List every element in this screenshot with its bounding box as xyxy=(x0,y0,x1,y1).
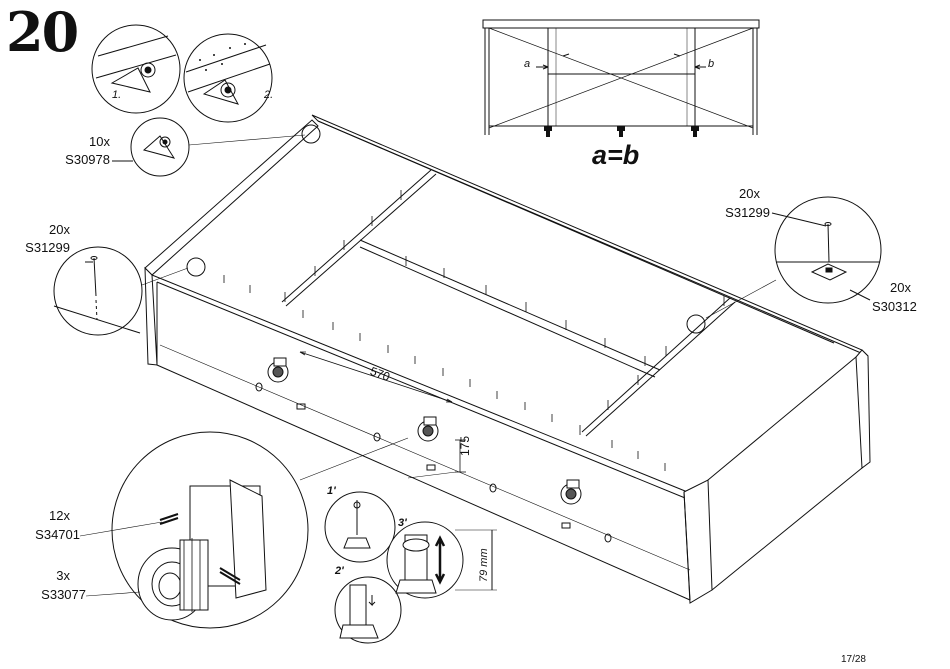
callout-nail-right xyxy=(705,196,882,319)
part-code-s30978: S30978 xyxy=(65,152,110,167)
part-qty-s31299-right: 20x xyxy=(739,186,760,201)
callout-bracket-part xyxy=(112,117,306,177)
nail-markers xyxy=(223,190,725,471)
part-qty-s31299-left: 20x xyxy=(49,222,70,237)
part-code-s31299-left: S31299 xyxy=(25,240,70,255)
marker-circle-top xyxy=(301,124,321,144)
substep-1-label: 1' xyxy=(327,485,336,497)
callout-substep-2 xyxy=(334,576,402,644)
callout-substep-3 xyxy=(386,521,497,599)
dimension-lines xyxy=(299,351,466,479)
callout-bracket-2 xyxy=(183,33,273,123)
dimension-height: 175 xyxy=(458,435,472,456)
part-code-s30312: S30312 xyxy=(872,299,917,314)
cabinet-body xyxy=(144,114,871,604)
substep-2-label: 2' xyxy=(335,565,344,577)
part-qty-s34701: 12x xyxy=(49,508,70,523)
callout-adjuster-large xyxy=(79,431,409,629)
marker-circle-right xyxy=(686,314,706,334)
equation-label: a=b xyxy=(592,140,640,170)
marker-circle-left xyxy=(186,257,206,277)
callout-substep-1 xyxy=(324,491,396,563)
page-number: 17/28 xyxy=(840,654,866,665)
dimension-adjust: 79 mm xyxy=(478,548,490,582)
callout-bracket-1 xyxy=(91,24,181,114)
part-code-s31299-right: S31299 xyxy=(725,205,770,220)
part-code-s34701: S34701 xyxy=(35,527,80,542)
inset-label-a: a xyxy=(524,58,531,70)
callout-step-1-label: 1. xyxy=(112,89,122,101)
callout-step-2-label: 2. xyxy=(264,89,274,101)
callout-nail-left xyxy=(53,246,189,336)
part-qty-s30978: 10x xyxy=(89,134,110,149)
front-view-inset xyxy=(482,19,760,137)
mounted-adjusters xyxy=(267,357,582,505)
inset-label-b: b xyxy=(708,58,715,70)
part-code-s33077: S33077 xyxy=(41,587,86,602)
step-number: 20 xyxy=(6,0,79,64)
part-qty-s33077: 3x xyxy=(56,568,70,583)
part-qty-s30312: 20x xyxy=(890,280,911,295)
panel-holes xyxy=(255,382,612,543)
substep-3-label: 3' xyxy=(398,517,407,529)
